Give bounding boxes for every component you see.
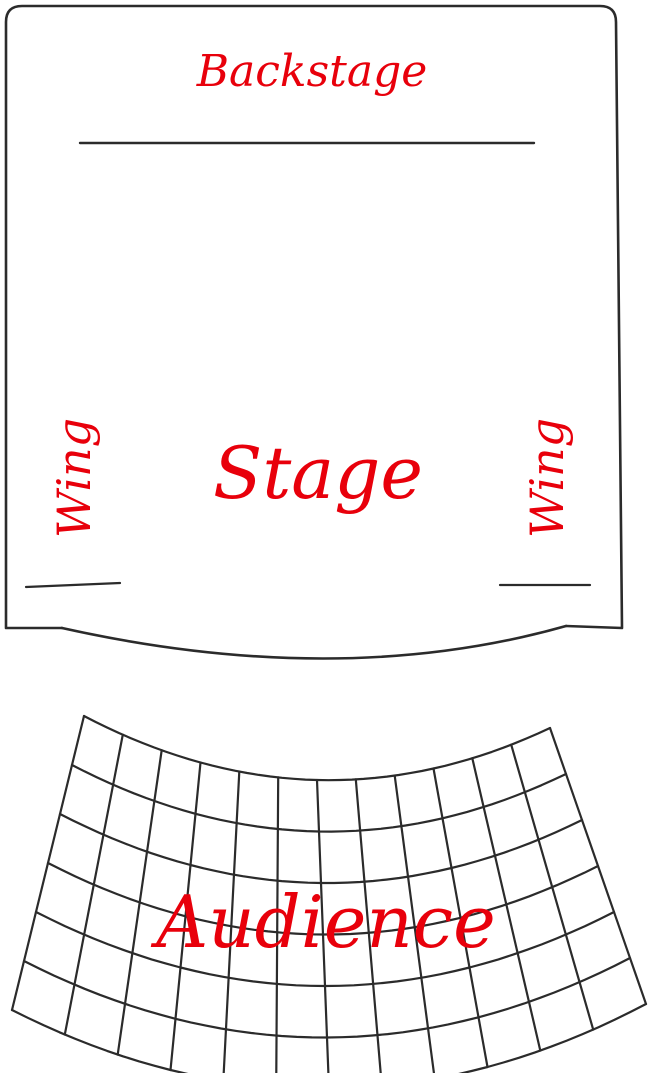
audience-column-line (510, 743, 595, 1031)
audience-column-line (169, 761, 202, 1072)
audience-column-line (63, 733, 124, 1036)
wing-right-label: Wing (520, 418, 574, 538)
stage-walls (4, 4, 624, 630)
audience-row-line (82, 714, 552, 782)
audience-column-line (471, 757, 542, 1052)
audience-seating-grid (10, 714, 648, 1073)
stage-front-edge (60, 624, 568, 660)
audience-label: Audience (150, 880, 495, 964)
wing-left-marker (24, 581, 122, 589)
wing-left-label: Wing (47, 418, 101, 538)
audience-column-line (548, 726, 648, 1006)
stage-label: Stage (213, 431, 423, 515)
audience-column-line (354, 778, 382, 1073)
audience-column-line (222, 770, 241, 1073)
audience-column-line (315, 778, 330, 1073)
audience-column-line (275, 776, 280, 1073)
audience-column-line (432, 767, 489, 1069)
audience-column-line (116, 749, 163, 1056)
stage-outline (4, 4, 624, 660)
audience-column-line (10, 714, 86, 1012)
backstage-label: Backstage (196, 46, 428, 97)
audience-column-line (393, 774, 436, 1073)
